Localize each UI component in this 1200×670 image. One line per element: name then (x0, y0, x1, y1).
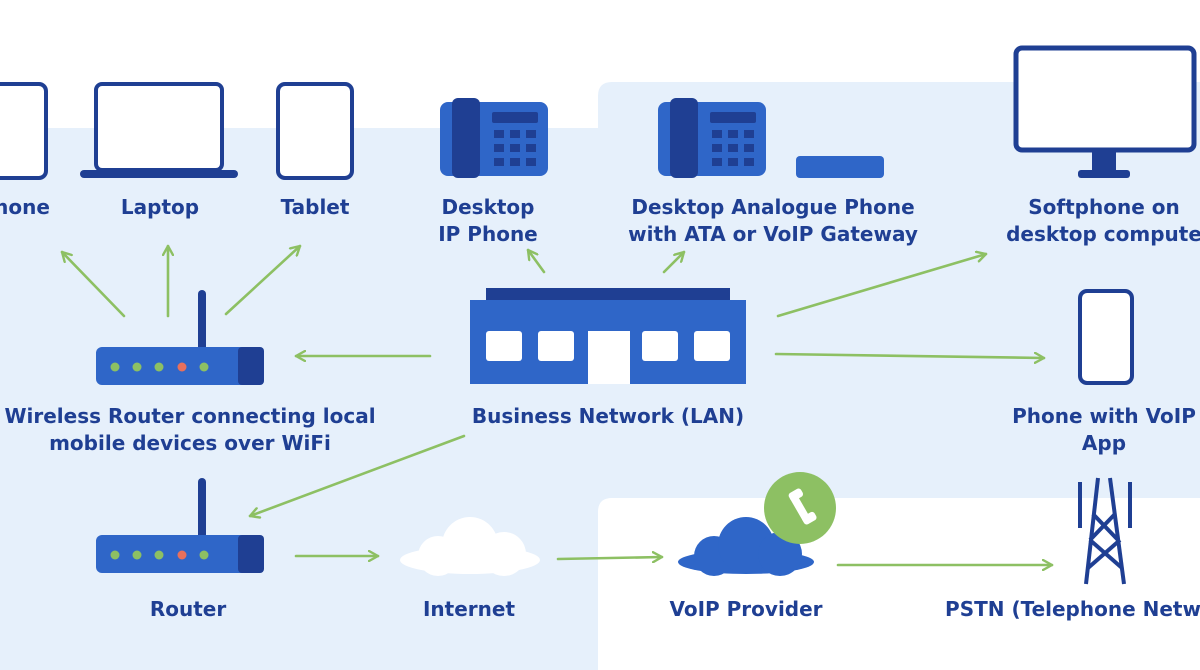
label-pstn-line-1: PSTN (Telephone Netw (945, 597, 1200, 621)
label-softphone: Softphone on desktop compute (1006, 194, 1200, 248)
label-tablet-line-1: Tablet (280, 195, 350, 219)
label-voip-app-phone-line-2: App (1081, 431, 1127, 455)
label-desktop-ip-phone-line-1: Desktop (441, 195, 535, 219)
tablet-icon (276, 82, 354, 180)
label-business-network-line-1: Business Network (LAN) (471, 404, 745, 428)
label-pstn: PSTN (Telephone Netw (945, 596, 1200, 623)
connection-arrows (60, 244, 1054, 565)
telephone-handset-icon (788, 488, 817, 525)
label-phone-line-1: hone (0, 195, 50, 219)
arrow-wireless-router-to-tablet (224, 244, 302, 316)
arrow-wireless-router-to-phone (60, 250, 126, 318)
cloud-icon (400, 517, 540, 576)
label-internet: Internet (423, 596, 515, 623)
smartphone-icon (0, 82, 48, 180)
label-voip-provider: VoIP Provider (669, 596, 822, 623)
label-analogue-phone: Desktop Analogue Phone with ATA or VoIP … (628, 194, 918, 248)
transmission-tower-icon (1078, 477, 1132, 585)
smartphone-icon (1078, 289, 1134, 385)
label-laptop-line-1: Laptop (120, 195, 200, 219)
desk-phone-icon (440, 98, 548, 178)
label-router-line-1: Router (149, 597, 227, 621)
label-wireless-router-line-1: Wireless Router connecting local (4, 404, 376, 428)
arrow-lan-to-desktop-ip-phone (526, 248, 546, 274)
label-voip-provider-line-1: VoIP Provider (669, 597, 823, 621)
label-desktop-ip-phone-line-2: IP Phone (438, 222, 538, 246)
arrow-lan-to-softphone (776, 254, 988, 318)
arrow-internet-to-voip-provider (556, 557, 664, 559)
label-analogue-phone-line-1: Desktop Analogue Phone (631, 195, 915, 219)
arrow-lan-to-analogue-phone (662, 250, 686, 274)
label-wireless-router-line-2: mobile devices over WiFi (49, 431, 331, 455)
label-internet-line-1: Internet (422, 597, 516, 621)
laptop-icon (80, 82, 238, 178)
label-wireless-router: Wireless Router connecting local mobile … (4, 403, 375, 457)
cloud-phone-icon (678, 472, 836, 576)
desk-phone-ata-icon (658, 98, 884, 178)
arrow-lan-to-voip-app-phone (774, 354, 1046, 358)
label-business-network: Business Network (LAN) (472, 403, 744, 430)
arrow-lan-to-router (248, 434, 466, 516)
label-analogue-phone-line-2: with ATA or VoIP Gateway (628, 222, 918, 246)
label-softphone-line-1: Softphone on (1028, 195, 1180, 219)
router-icon (96, 478, 264, 573)
label-voip-app-phone: Phone with VoIP App (1012, 403, 1196, 457)
label-phone: hone (0, 194, 50, 221)
label-desktop-ip-phone: Desktop IP Phone (438, 194, 538, 248)
label-tablet: Tablet (281, 194, 350, 221)
monitor-icon (1013, 45, 1197, 178)
label-router: Router (150, 596, 226, 623)
label-laptop: Laptop (121, 194, 199, 221)
label-voip-app-phone-line-1: Phone with VoIP (1012, 404, 1196, 428)
office-building-icon (470, 288, 746, 384)
wireless-router-icon (96, 290, 264, 385)
label-softphone-line-2: desktop compute (1006, 222, 1200, 246)
